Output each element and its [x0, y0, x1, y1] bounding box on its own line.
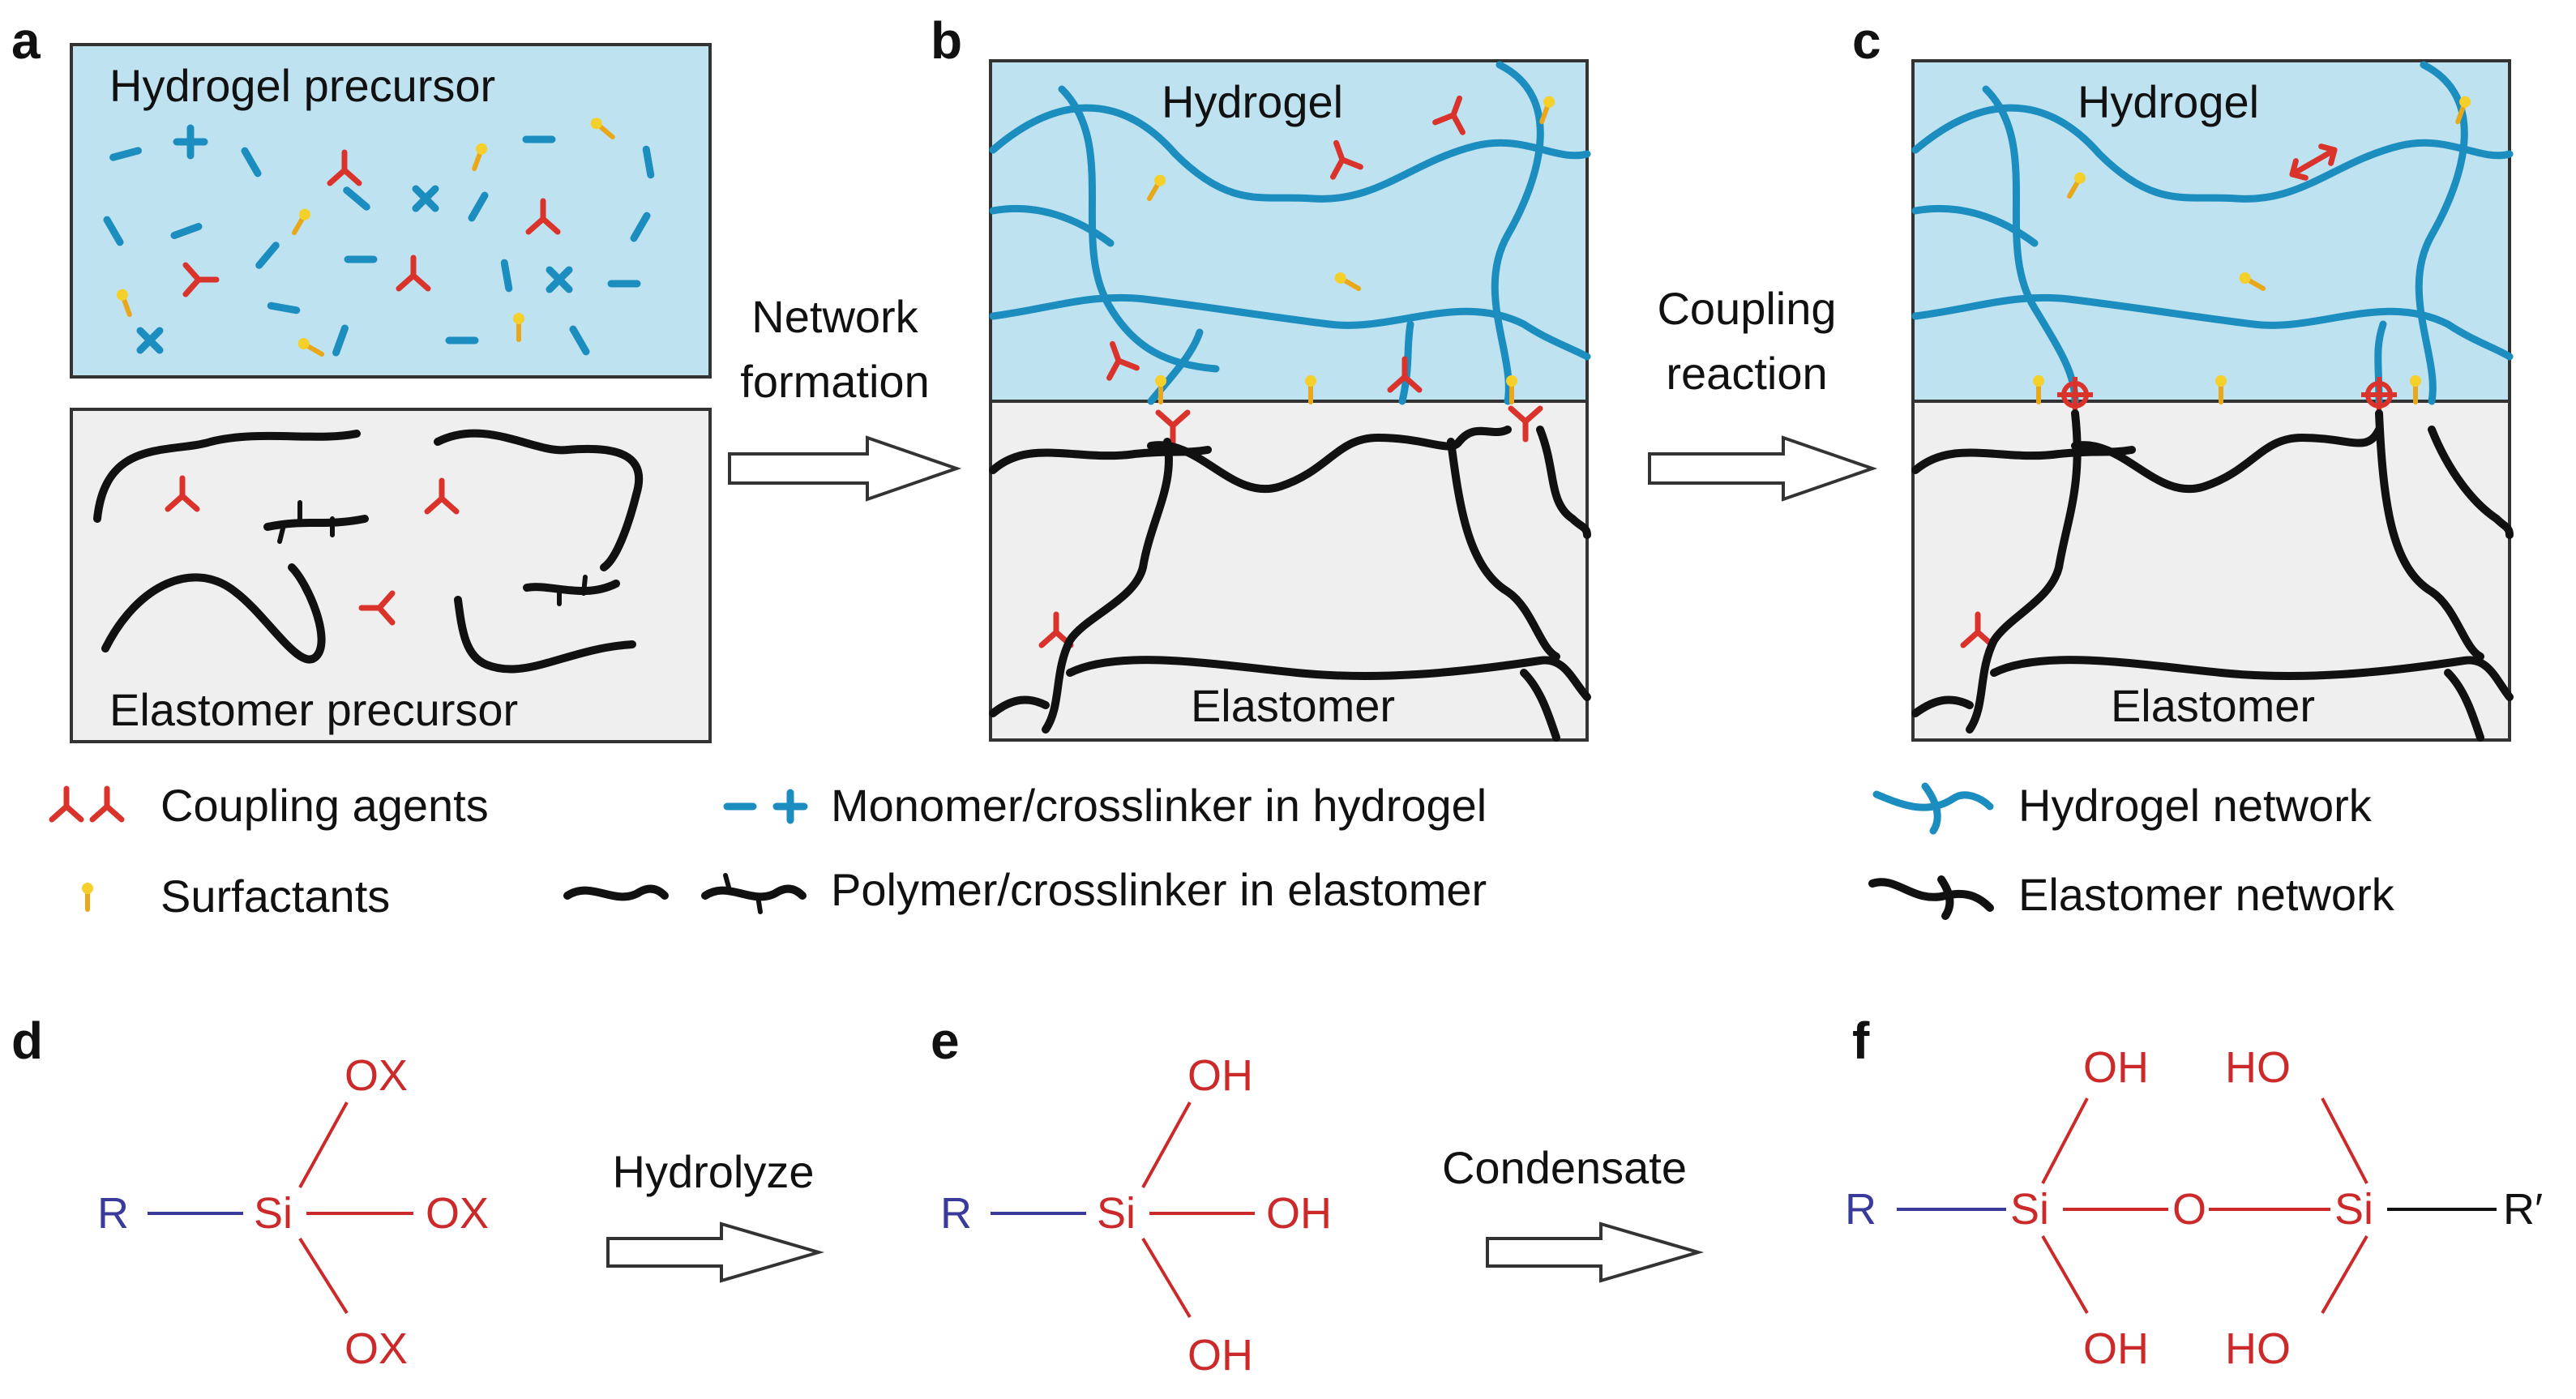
- precursor-crosslinkers: [277, 500, 588, 606]
- f-ho-bottom-2: HO: [2225, 1324, 2291, 1373]
- panel-a-elastomer-box: Elastomer precursor: [70, 408, 712, 743]
- elastomer-precursor-chains: [93, 429, 644, 674]
- d-si-label: Si: [254, 1189, 293, 1238]
- panel-c-hydrogel-network: [1911, 61, 2514, 405]
- f-si1-label: Si: [2010, 1185, 2049, 1234]
- f-r-prime-label: R′: [2503, 1185, 2543, 1234]
- e-oh-bottom: OH: [1187, 1331, 1253, 1380]
- panel-b-diagram: Hydrogel: [989, 59, 1591, 742]
- panel-d-letter: d: [11, 1012, 43, 1070]
- panel-f-letter: f: [1852, 1012, 1870, 1070]
- panel-b-elastomer-label: Elastomer: [1191, 680, 1395, 731]
- panel-a-letter: a: [11, 11, 41, 70]
- network-formation-line2: formation: [740, 356, 929, 407]
- e-oh-right: OH: [1266, 1189, 1332, 1238]
- panel-b-hydrogel-label: Hydrogel: [1162, 76, 1343, 127]
- legend-hydrogel-network: Hydrogel network: [2018, 780, 2373, 831]
- d-r-label: R: [97, 1189, 129, 1238]
- hydrolyze-arrow: Hydrolyze: [606, 1146, 825, 1283]
- condensate-arrow: Condensate: [1442, 1142, 1705, 1283]
- coupling-reaction-line2: reaction: [1666, 348, 1827, 399]
- legend-polymer-crosslinker: Polymer/crosslinker in elastomer: [831, 864, 1487, 915]
- hydrolyze-label: Hydrolyze: [613, 1146, 815, 1197]
- f-r-label: R: [1845, 1185, 1876, 1234]
- coupling-agent-icon: [52, 789, 122, 819]
- panel-f-structure: R Si O Si R′ OH HO OH HO: [1845, 1043, 2543, 1373]
- panel-e-letter: e: [931, 1012, 960, 1070]
- d-ox-top: OX: [344, 1051, 408, 1100]
- f-si2-label: Si: [2334, 1185, 2373, 1234]
- crosslinker-icon: [777, 793, 804, 820]
- panel-c-elastomer-network: [1911, 409, 2514, 742]
- panel-c-elastomer-label: Elastomer: [2111, 680, 2315, 731]
- panel-c-letter: c: [1852, 11, 1881, 70]
- panel-a-hydrogel-box: Hydrogel precursor: [70, 43, 712, 379]
- panel-b-elastomer-network: [989, 426, 1591, 742]
- panel-d-structure: R Si OX OX OX: [97, 1051, 489, 1373]
- d-ox-right: OX: [426, 1189, 489, 1238]
- network-formation-line1: Network: [751, 291, 918, 342]
- panel-b-hydrogel-network: [989, 61, 1591, 405]
- elastomer-network-icon: [1868, 875, 1994, 920]
- f-oh-top-1: OH: [2083, 1043, 2149, 1092]
- legend-monomer-crosslinker: Monomer/crosslinker in hydrogel: [831, 780, 1487, 831]
- panel-a-elastomer-label: Elastomer precursor: [109, 684, 518, 735]
- panel-c-diagram: Hydrogel: [1911, 59, 2514, 742]
- surfactant-icon: [82, 883, 93, 909]
- e-oh-top: OH: [1187, 1051, 1253, 1100]
- panel-b-letter: b: [931, 11, 962, 70]
- f-ho-top-2: HO: [2225, 1043, 2291, 1092]
- panel-c-hydrogel-label: Hydrogel: [2077, 76, 2259, 127]
- legend-coupling-agents: Coupling agents: [160, 780, 489, 831]
- legend-surfactants: Surfactants: [160, 871, 390, 922]
- condensate-label: Condensate: [1442, 1142, 1687, 1193]
- coupling-reaction-line1: Coupling: [1657, 283, 1836, 334]
- e-r-label: R: [940, 1189, 972, 1238]
- polymer-icon: [563, 873, 807, 914]
- panel-e-structure: R Si OH OH OH: [940, 1051, 1332, 1380]
- legend: Coupling agents Surfactants Monomer/cros…: [52, 780, 2395, 922]
- panel-a-hydrogel-label: Hydrogel precursor: [109, 60, 495, 111]
- d-ox-bottom: OX: [344, 1324, 408, 1373]
- hydrogel-network-icon: [1872, 782, 1994, 835]
- network-formation-arrow: Network formation: [728, 291, 962, 502]
- legend-elastomer-network: Elastomer network: [2018, 869, 2395, 920]
- f-oh-bottom-1: OH: [2083, 1324, 2149, 1373]
- panel-c-agents: [1963, 95, 2472, 645]
- e-si-label: Si: [1097, 1189, 1136, 1238]
- coupling-reaction-arrow: Coupling reaction: [1648, 283, 1878, 502]
- f-o-label: O: [2172, 1185, 2206, 1234]
